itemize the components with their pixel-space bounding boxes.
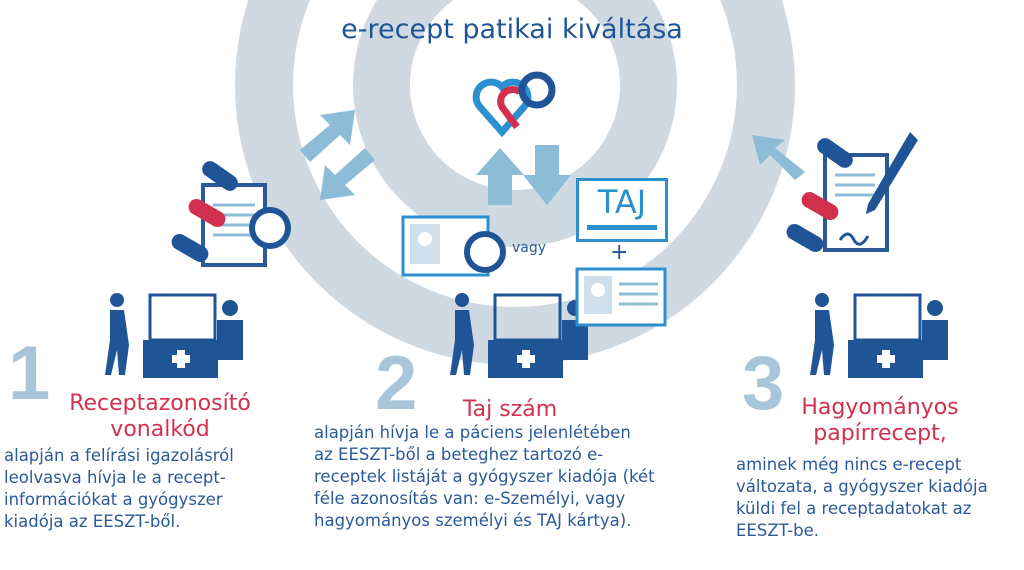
step-number-1: 1 [8,331,51,416]
personal-id-card-icon [575,267,667,327]
step-2-heading: Taj szám [462,397,558,422]
paper-prescription-pen-icon [786,132,918,252]
step-1-heading: Receptazonosító vonalkód [69,391,251,442]
step-number-2: 2 [375,341,418,426]
taj-card-label: TAJ [597,183,647,221]
or-label: vagy [512,240,547,256]
arrow-up-left-icon [752,135,805,180]
prescription-pills-icon [171,161,291,267]
pharmacy-counter-icon [810,293,948,378]
pharmacy-counter-icon [105,293,243,378]
plus-sign: + [610,240,629,265]
taj-card: TAJ [576,178,668,242]
step-number-3: 3 [742,341,785,426]
arrow-down-left-icon [320,148,375,200]
step-3-heading: Hagyományos papírrecept, [801,395,959,446]
arrow-up-right-icon [300,110,355,162]
arrow-up-icon [476,148,524,205]
page-title: e-recept patikai kiváltása [341,14,683,45]
pharmacy-counter-icon [450,293,588,378]
arrow-down-icon [523,145,571,205]
e-id-card-icon [401,215,506,277]
eeszt-heart-logo-icon [472,71,556,138]
